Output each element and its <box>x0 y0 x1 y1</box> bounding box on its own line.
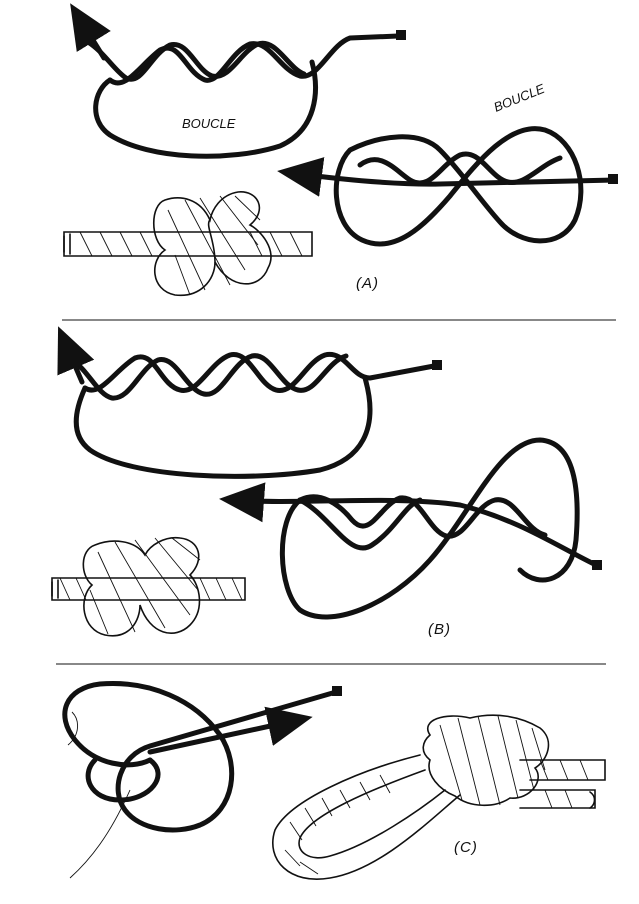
rope-end-square-icon <box>592 560 602 570</box>
panel-a-coil-diagram: BOUCLE <box>70 3 406 159</box>
panel-a-rope-illustration <box>63 191 313 297</box>
panel-b: (B) <box>51 326 602 638</box>
panel-c: (C) <box>62 680 606 880</box>
rope-end-square-icon <box>608 174 618 184</box>
panel-b-figure-eight-diagram <box>219 437 602 620</box>
panel-b-rope-illustration <box>51 536 246 637</box>
panel-a-label-boucle-left: BOUCLE <box>182 116 236 131</box>
rope-end-square-icon <box>332 686 342 696</box>
panel-c-knot-illustration <box>272 714 606 880</box>
panel-a-label-boucle-right: BOUCLE <box>492 81 547 115</box>
panel-c-caption: (C) <box>454 839 478 856</box>
panel-b-coil-diagram <box>57 326 442 479</box>
panel-a-caption: (A) <box>356 275 379 292</box>
panel-a: BOUCLE BOUCLE (A) <box>63 3 618 297</box>
panel-a-figure-eight-diagram: BOUCLE <box>277 81 618 247</box>
panel-b-caption: (B) <box>428 621 451 638</box>
rope-end-square-icon <box>432 360 442 370</box>
rope-end-square-icon <box>396 30 406 40</box>
panel-c-loop-diagram <box>62 680 342 879</box>
